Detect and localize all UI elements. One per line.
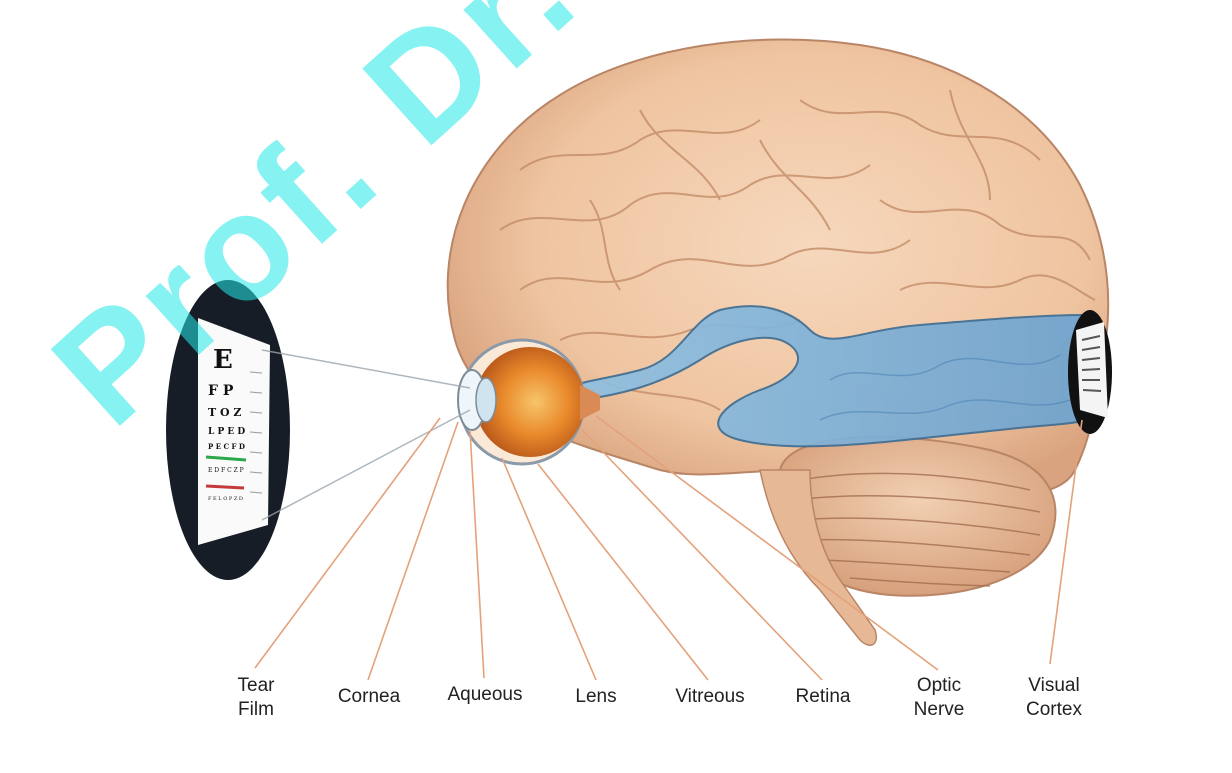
label-vitreous: Vitreous (664, 685, 756, 709)
label-optic-nerve-line1: Optic (902, 674, 976, 698)
label-aqueous: Aqueous (436, 683, 534, 707)
label-vitreous-line1: Vitreous (664, 685, 756, 709)
eye-chart-lens: E F P T O Z L P E D P E C F D E D F C Z … (166, 280, 290, 580)
label-optic-nerve: Optic Nerve (902, 674, 976, 722)
svg-text:E: E (213, 345, 233, 375)
label-lens: Lens (566, 685, 626, 709)
light-rays (262, 350, 470, 520)
visual-cortex-image (1068, 310, 1112, 434)
label-retina: Retina (784, 685, 862, 709)
svg-text:F E L O P Z D: F E L O P Z D (208, 496, 243, 502)
label-visual-cortex: Visual Cortex (1014, 674, 1094, 722)
svg-text:P E C F D: P E C F D (208, 442, 245, 451)
label-tear-film-line1: Tear (228, 674, 284, 698)
label-aqueous-line1: Aqueous (436, 683, 534, 707)
svg-text:T O Z: T O Z (208, 406, 241, 419)
label-optic-nerve-line2: Nerve (902, 698, 976, 722)
label-visual-cortex-line1: Visual (1014, 674, 1094, 698)
svg-text:E D F C Z P: E D F C Z P (208, 467, 244, 474)
label-cornea: Cornea (326, 685, 412, 709)
label-retina-line1: Retina (784, 685, 862, 709)
label-visual-cortex-line2: Cortex (1014, 698, 1094, 722)
label-tear-film-line2: Film (228, 698, 284, 722)
label-tear-film: Tear Film (228, 674, 284, 722)
label-lens-line1: Lens (566, 685, 626, 709)
svg-text:L P E D: L P E D (208, 427, 245, 437)
svg-text:F P: F P (208, 383, 234, 399)
label-cornea-line1: Cornea (326, 685, 412, 709)
